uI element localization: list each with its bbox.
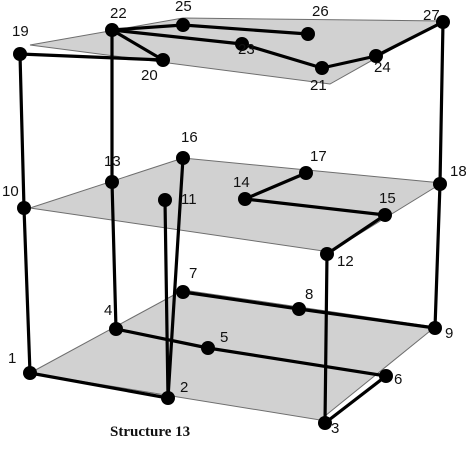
node-27 <box>436 15 450 29</box>
node-8 <box>292 302 306 316</box>
node-18 <box>433 177 447 191</box>
edge-11-2 <box>163 198 170 400</box>
node-21 <box>315 61 329 75</box>
node-6 <box>379 369 393 383</box>
edge-20-22 <box>110 28 165 62</box>
nodes-layer <box>13 15 450 430</box>
node-label-14: 14 <box>233 174 250 191</box>
node-16 <box>176 151 190 165</box>
edge-1-2 <box>28 371 170 400</box>
node-label-9: 9 <box>445 325 453 342</box>
node-19 <box>13 47 27 61</box>
edge-25-26 <box>181 23 310 36</box>
node-label-12: 12 <box>337 253 354 270</box>
node-label-26: 26 <box>312 3 329 20</box>
edge-1-10 <box>22 206 32 375</box>
node-label-21: 21 <box>310 77 327 94</box>
node-label-27: 27 <box>423 7 440 24</box>
node-label-23: 23 <box>238 41 255 58</box>
edge-10-19 <box>18 52 26 210</box>
node-label-3: 3 <box>331 420 339 437</box>
edge-2-16 <box>166 156 185 400</box>
edge-23-21 <box>240 42 324 70</box>
node-label-4: 4 <box>104 302 112 319</box>
edge-4-5 <box>114 327 210 350</box>
node-26 <box>301 27 315 41</box>
node-label-24: 24 <box>374 59 391 76</box>
node-label-22: 22 <box>110 5 127 22</box>
node-20 <box>156 53 170 67</box>
edge-21-24 <box>320 54 378 70</box>
edge-12-15 <box>325 213 387 256</box>
node-15 <box>378 208 392 222</box>
node-label-17: 17 <box>310 148 327 165</box>
node-24 <box>369 49 383 63</box>
node-label-19: 19 <box>12 23 29 40</box>
node-13 <box>105 175 119 189</box>
node-label-6: 6 <box>394 371 402 388</box>
edge-19-20 <box>18 52 165 62</box>
node-2 <box>161 391 175 405</box>
node-label-20: 20 <box>141 67 158 84</box>
node-label-10: 10 <box>2 183 19 200</box>
node-4 <box>109 322 123 336</box>
node-1 <box>23 366 37 380</box>
node-12 <box>320 247 334 261</box>
node-label-2: 2 <box>180 379 188 396</box>
edge-3-12 <box>323 252 329 425</box>
edge-27-18 <box>438 20 445 186</box>
node-label-1: 1 <box>8 350 16 367</box>
edge-22-23 <box>110 28 244 46</box>
edge-22-25 <box>110 23 185 32</box>
node-label-18: 18 <box>450 163 467 180</box>
node-5 <box>201 341 215 355</box>
node-label-5: 5 <box>220 329 228 346</box>
node-label-16: 16 <box>181 129 198 146</box>
edge-9-8 <box>297 307 437 330</box>
node-23 <box>235 37 249 51</box>
node-3 <box>318 416 332 430</box>
node-17 <box>299 166 313 180</box>
edge-24-27 <box>374 20 445 58</box>
node-label-7: 7 <box>189 265 197 282</box>
edge-8-7 <box>181 290 301 311</box>
bottom-plane <box>28 289 437 421</box>
edge-13-4 <box>110 180 118 331</box>
node-22 <box>105 23 119 37</box>
node-label-8: 8 <box>305 286 313 303</box>
node-10 <box>17 201 31 215</box>
edge-18-9 <box>433 182 442 330</box>
node-label-13: 13 <box>104 153 121 170</box>
node-label-25: 25 <box>175 0 192 15</box>
edge-14-17 <box>243 171 308 201</box>
node-label-15: 15 <box>379 190 396 207</box>
edges-layer <box>18 20 445 425</box>
edge-6-3 <box>323 374 388 425</box>
edge-5-6 <box>206 346 388 378</box>
node-14 <box>238 192 252 206</box>
node-9 <box>428 321 442 335</box>
node-11 <box>158 193 172 207</box>
diagram-caption: Structure 13 <box>110 424 190 440</box>
node-label-11: 11 <box>181 191 197 208</box>
edge-15-14 <box>243 197 387 217</box>
node-7 <box>176 285 190 299</box>
node-25 <box>176 18 190 32</box>
